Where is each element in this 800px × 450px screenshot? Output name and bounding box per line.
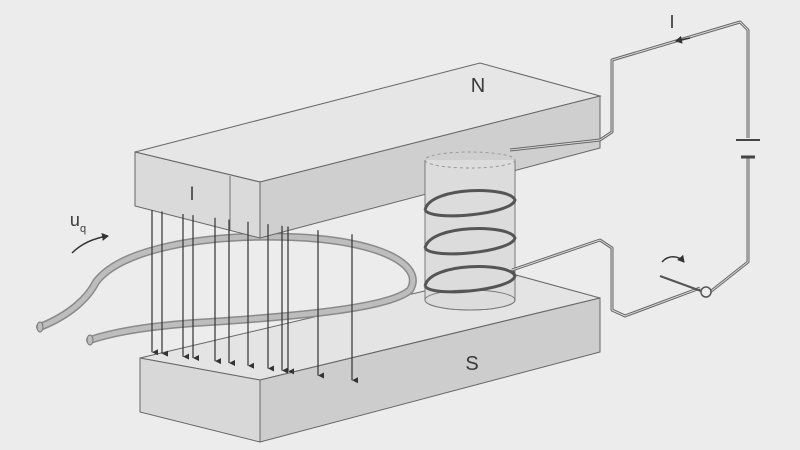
voltage-subscript: q <box>80 223 86 235</box>
south-magnet <box>139 271 601 443</box>
current-direction-arrow <box>675 35 691 44</box>
voltage-main: u <box>70 210 80 230</box>
motion-arrow <box>71 232 109 254</box>
battery-icon <box>736 139 760 159</box>
magnetic-field-lines <box>151 210 358 384</box>
circuit-wire-inner <box>509 21 749 317</box>
conductor-loop <box>36 232 417 344</box>
loop-end-left <box>36 321 44 333</box>
coil-core <box>424 151 516 311</box>
switch-icon <box>659 254 712 298</box>
conductor-length-label: l <box>190 184 194 204</box>
coil-turn <box>423 189 517 218</box>
south-magnet-side <box>259 297 601 443</box>
loop-end-right <box>86 334 94 346</box>
coil-winding <box>423 189 517 294</box>
current-label: I <box>669 12 674 32</box>
north-pole-label: N <box>471 75 485 97</box>
south-pole-label: S <box>465 353 478 375</box>
voltage-label: uq <box>70 210 86 235</box>
north-magnet <box>134 62 602 239</box>
coil-turn <box>423 227 517 256</box>
circuit-wire <box>509 20 750 318</box>
